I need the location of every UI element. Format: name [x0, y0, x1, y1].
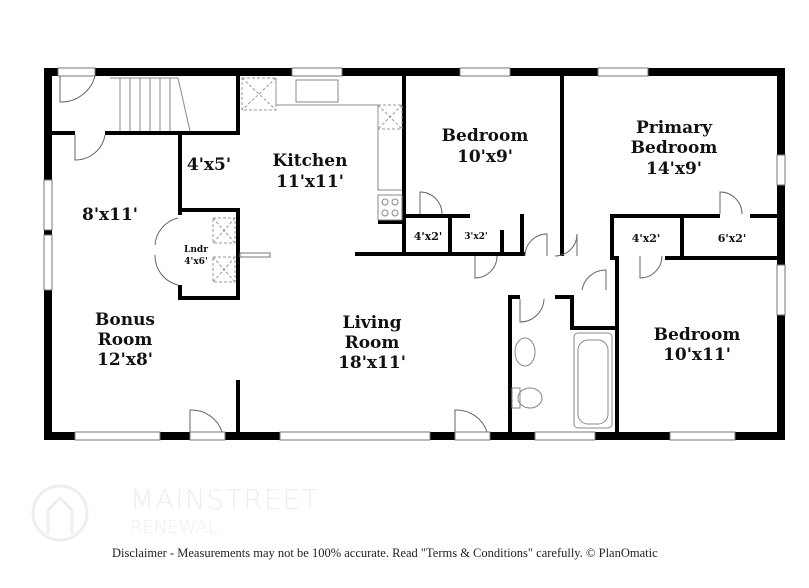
primary-size: 14'x9': [646, 159, 702, 179]
closet-d-size: 6'x2': [718, 232, 747, 245]
laundry-size: 4'x6': [184, 257, 207, 267]
house-logo-icon: [31, 484, 89, 542]
bedroom2-name: Bedroom: [654, 325, 741, 345]
doors: [59, 75, 743, 433]
watermark-logo: MAINSTREET RENEWAL: [20, 484, 320, 542]
disclaimer: Disclaimer - Measurements may not be 100…: [112, 546, 658, 560]
bonus-name-1: Bonus: [95, 310, 155, 330]
living-name-1: Living: [343, 313, 402, 333]
bonus-name-2: Room: [98, 330, 153, 350]
bonus-size: 12'x8': [97, 350, 153, 370]
bedroom1-name: Bedroom: [442, 126, 529, 146]
living-name-2: Room: [345, 333, 400, 353]
bedroom1-size: 10'x9': [457, 147, 513, 167]
closet-4x5-size: 4'x5': [187, 155, 231, 175]
kitchen-name: Kitchen: [273, 151, 348, 171]
bedroom2-size: 10'x11': [663, 345, 731, 365]
windows: [43, 67, 786, 441]
primary-name-2: Bedroom: [631, 138, 718, 158]
primary-name-1: Primary: [636, 118, 713, 138]
closet-c-size: 4'x2': [632, 232, 661, 245]
room-labels: Kitchen 11'x11' Bedroom 10'x9' Primary B…: [82, 118, 746, 373]
closet-a-size: 4'x2': [414, 230, 443, 243]
living-size: 18'x11': [338, 353, 406, 373]
laundry-name: Lndr: [184, 245, 208, 255]
closet-b-size: 3'x2': [464, 232, 487, 242]
watermark-line2: RENEWAL: [130, 517, 218, 538]
watermark-line1: MAINSTREET: [130, 483, 320, 516]
fixtures: [110, 77, 613, 429]
kitchen-size: 11'x11': [276, 172, 344, 192]
hall-size: 8'x11': [82, 205, 138, 225]
